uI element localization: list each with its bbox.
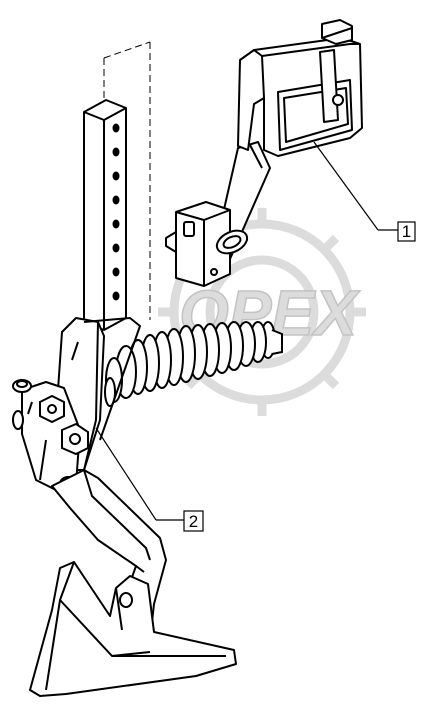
coil-spring (104, 321, 283, 407)
post-phantom-outline (103, 41, 151, 320)
callout-2-leader (95, 427, 157, 521)
clamp-bracket (237, 19, 363, 157)
callout-1: 1 (313, 141, 416, 242)
adjustment-post (83, 99, 127, 331)
callout-1-leader (313, 141, 379, 231)
callout-1-box (397, 221, 416, 242)
watermark-gear-icon (158, 208, 366, 416)
callout-2-box (183, 510, 204, 532)
sweep-shovel (29, 561, 237, 697)
side-plate (12, 379, 81, 493)
bolt-lower (61, 422, 89, 456)
bolt-upper (39, 394, 65, 424)
callout-1-label: 1 (402, 222, 411, 241)
post-holes (112, 123, 120, 301)
adjuster-block (165, 201, 249, 287)
callout-2-label: 2 (189, 512, 198, 531)
callout-2: 2 (95, 427, 204, 532)
